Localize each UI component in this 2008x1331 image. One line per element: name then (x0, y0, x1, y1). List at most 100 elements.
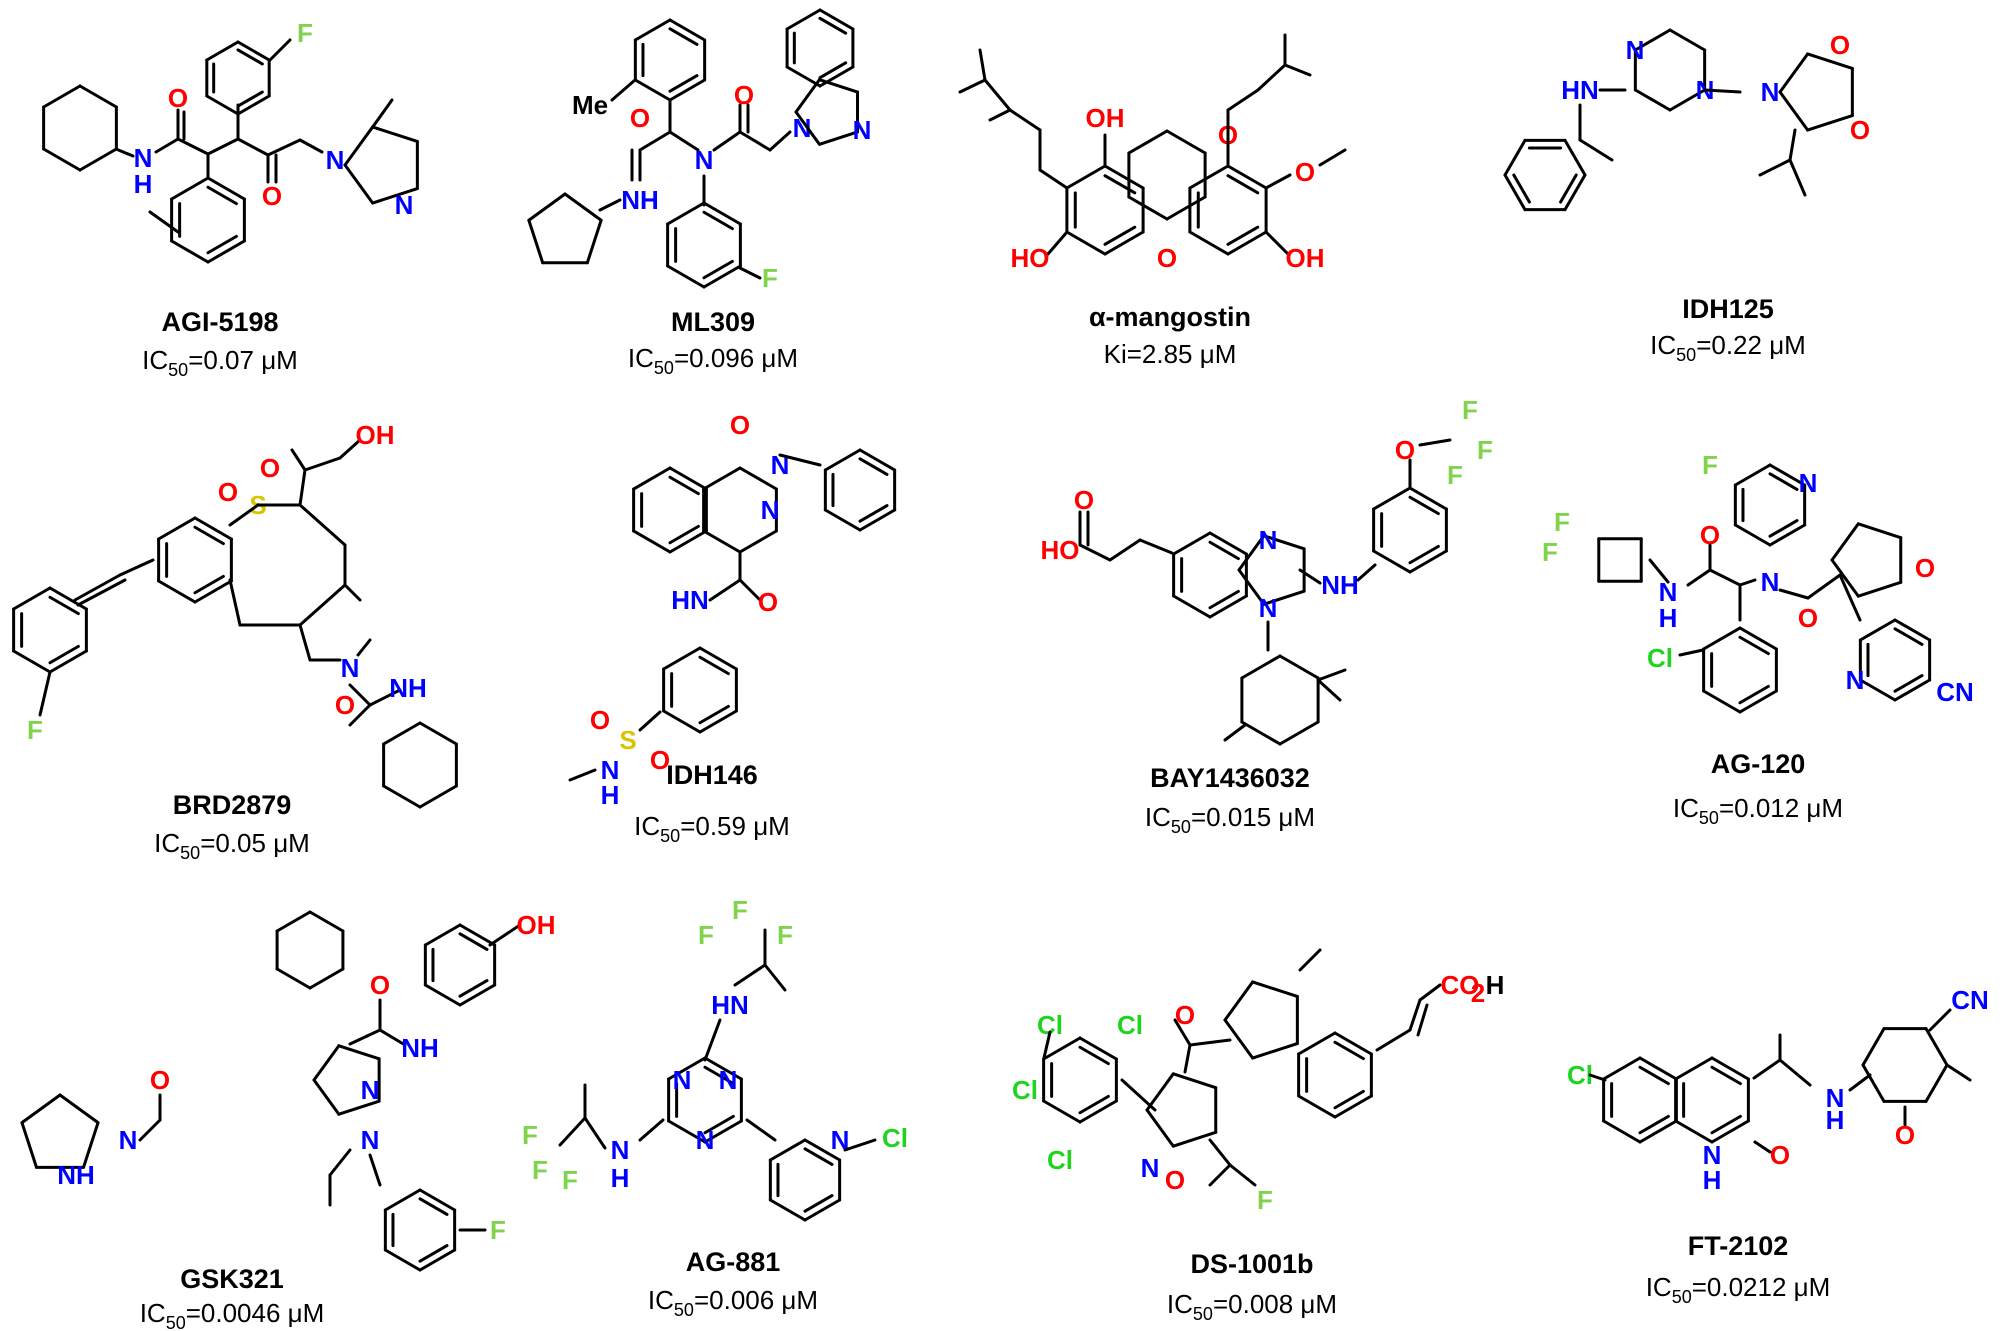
atom-label: F (777, 920, 793, 950)
bond (1738, 689, 1778, 714)
bond (1188, 230, 1230, 256)
bond (1858, 618, 1897, 642)
atom-label: N (695, 145, 714, 175)
atom-label: HN (1561, 75, 1599, 105)
bond (1172, 594, 1212, 619)
bond (1264, 173, 1292, 190)
atom-label: O (262, 181, 282, 211)
atom-label: N (1761, 77, 1780, 107)
atom-label: F (732, 895, 748, 925)
bond (1648, 558, 1670, 584)
bond (858, 504, 889, 523)
bond (1856, 580, 1903, 598)
activity-value: IC50=0.008 μM (1167, 1289, 1337, 1324)
bond (1924, 1063, 1949, 1103)
bond (632, 466, 672, 491)
atom-label: N (793, 113, 812, 143)
bond (1416, 1003, 1429, 1037)
activity-value: IC50=0.096 μM (628, 343, 798, 378)
atom-label: F (698, 920, 714, 950)
bond (1733, 523, 1772, 547)
atom-label: N (395, 190, 414, 220)
bond (48, 595, 80, 616)
bond (702, 259, 734, 280)
bond (1108, 538, 1142, 562)
bond (1861, 1027, 1886, 1067)
bond (1738, 635, 1770, 656)
bond (382, 721, 422, 746)
bond (266, 138, 302, 157)
bond (558, 1116, 587, 1147)
atom-label: F (1542, 537, 1558, 567)
bond (20, 1093, 62, 1125)
atom-label: CN (1936, 677, 1974, 707)
bond (568, 768, 597, 782)
bond (148, 210, 180, 234)
atom-label: F (27, 715, 43, 745)
bond (823, 508, 862, 532)
bond (667, 1056, 707, 1081)
bond (1226, 230, 1268, 256)
atom-label: N (1259, 593, 1278, 623)
atom-label: O (734, 80, 754, 110)
bond (978, 48, 987, 82)
bond (1208, 594, 1248, 619)
atom-label: O (1295, 157, 1315, 187)
bond (418, 1244, 449, 1263)
bond (78, 84, 118, 109)
bond (698, 709, 738, 734)
atom-label: HN (711, 990, 749, 1020)
bond (668, 529, 708, 554)
compound-name: FT-2102 (1688, 1231, 1789, 1261)
bond (1173, 1018, 1192, 1047)
bond (312, 1044, 341, 1082)
bond (48, 644, 80, 665)
bond (1788, 128, 1797, 162)
bond (823, 448, 862, 472)
bond (632, 529, 672, 554)
bond (343, 583, 362, 602)
bond (1356, 563, 1377, 582)
bond (1316, 668, 1347, 682)
atom-label: N (611, 1135, 630, 1165)
bond (1830, 558, 1860, 598)
bond (348, 1028, 382, 1046)
bond (1633, 88, 1672, 112)
bond (1778, 90, 1810, 132)
bond (738, 578, 762, 602)
bond (1042, 1036, 1082, 1061)
bond (1223, 1018, 1255, 1060)
bond (58, 1093, 100, 1125)
atom-label: N (1826, 1083, 1845, 1113)
activity-value: Ki=2.85 μM (1104, 339, 1237, 369)
atom-label: N (853, 115, 872, 145)
bond (1065, 164, 1107, 190)
bond (1316, 678, 1342, 702)
bond (157, 516, 197, 541)
bond (785, 8, 822, 31)
bond (1103, 164, 1145, 190)
atom-label: O (1915, 553, 1935, 583)
bond (638, 710, 662, 732)
bond (703, 1119, 743, 1144)
bond (418, 1197, 449, 1216)
bond (1408, 549, 1448, 574)
bond (1674, 1056, 1714, 1081)
atom-label: F (1447, 460, 1463, 490)
bond (818, 61, 848, 80)
bond (702, 264, 742, 289)
activity-value: IC50=0.012 μM (1673, 793, 1843, 828)
bond (418, 1248, 457, 1272)
bond (205, 40, 240, 62)
bond (1208, 1138, 1232, 1167)
bond (1171, 1130, 1218, 1148)
atom-label: F (297, 18, 313, 48)
bond (1103, 225, 1137, 246)
atom-label: F (762, 263, 778, 293)
atom-label: O (758, 587, 778, 617)
bond (1188, 164, 1230, 190)
bond (228, 503, 260, 527)
bond (378, 1028, 407, 1047)
bond (1674, 1119, 1714, 1144)
